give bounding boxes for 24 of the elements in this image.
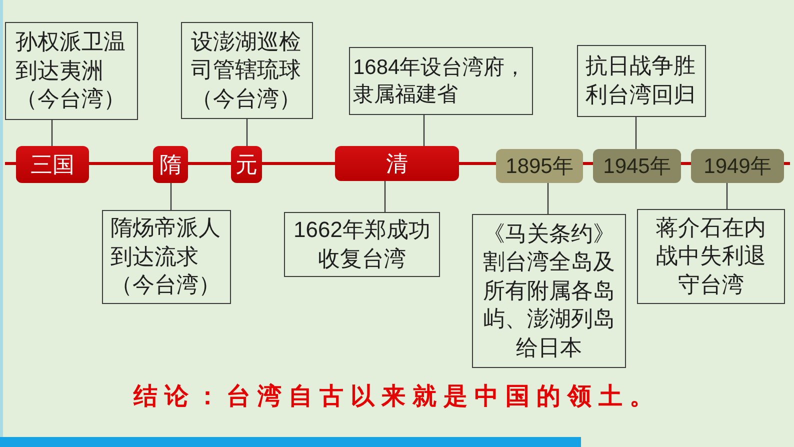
year-marker: 1945年 (593, 149, 681, 183)
event-box: 设澎湖巡检司管辖琉球（今台湾） (181, 22, 313, 119)
period-marker: 清 (335, 146, 459, 181)
connector-line (246, 119, 248, 146)
event-box: 《马关条约》割台湾全岛及所有附属各岛屿、澎湖列岛给日本 (472, 214, 626, 368)
connector-line (423, 115, 425, 146)
event-box: 1662年郑成功收复台湾 (284, 212, 440, 277)
event-box: 蒋介石在内战中失利退守台湾 (637, 209, 785, 304)
event-box: 抗日战争胜利台湾回归 (577, 45, 706, 117)
connector-line (384, 181, 386, 212)
event-box: 1684年设台湾府，隶属福建省 (349, 47, 533, 115)
connector-line (51, 120, 53, 146)
event-box: 隋炀帝派人到达流求（今台湾） (102, 210, 231, 304)
year-marker: 1895年 (496, 149, 583, 183)
event-box: 孙权派卫温到达夷洲（今台湾） (5, 22, 138, 120)
connector-line (635, 117, 637, 149)
connector-line (547, 183, 549, 214)
year-marker: 1949年 (691, 149, 784, 183)
period-marker: 三国 (16, 146, 89, 183)
period-marker: 元 (231, 146, 262, 183)
conclusion-text: 结论：台湾自古以来就是中国的领土。 (134, 381, 660, 410)
period-marker: 隋 (153, 146, 188, 183)
connector-line (170, 183, 172, 210)
connector-line (726, 183, 728, 209)
